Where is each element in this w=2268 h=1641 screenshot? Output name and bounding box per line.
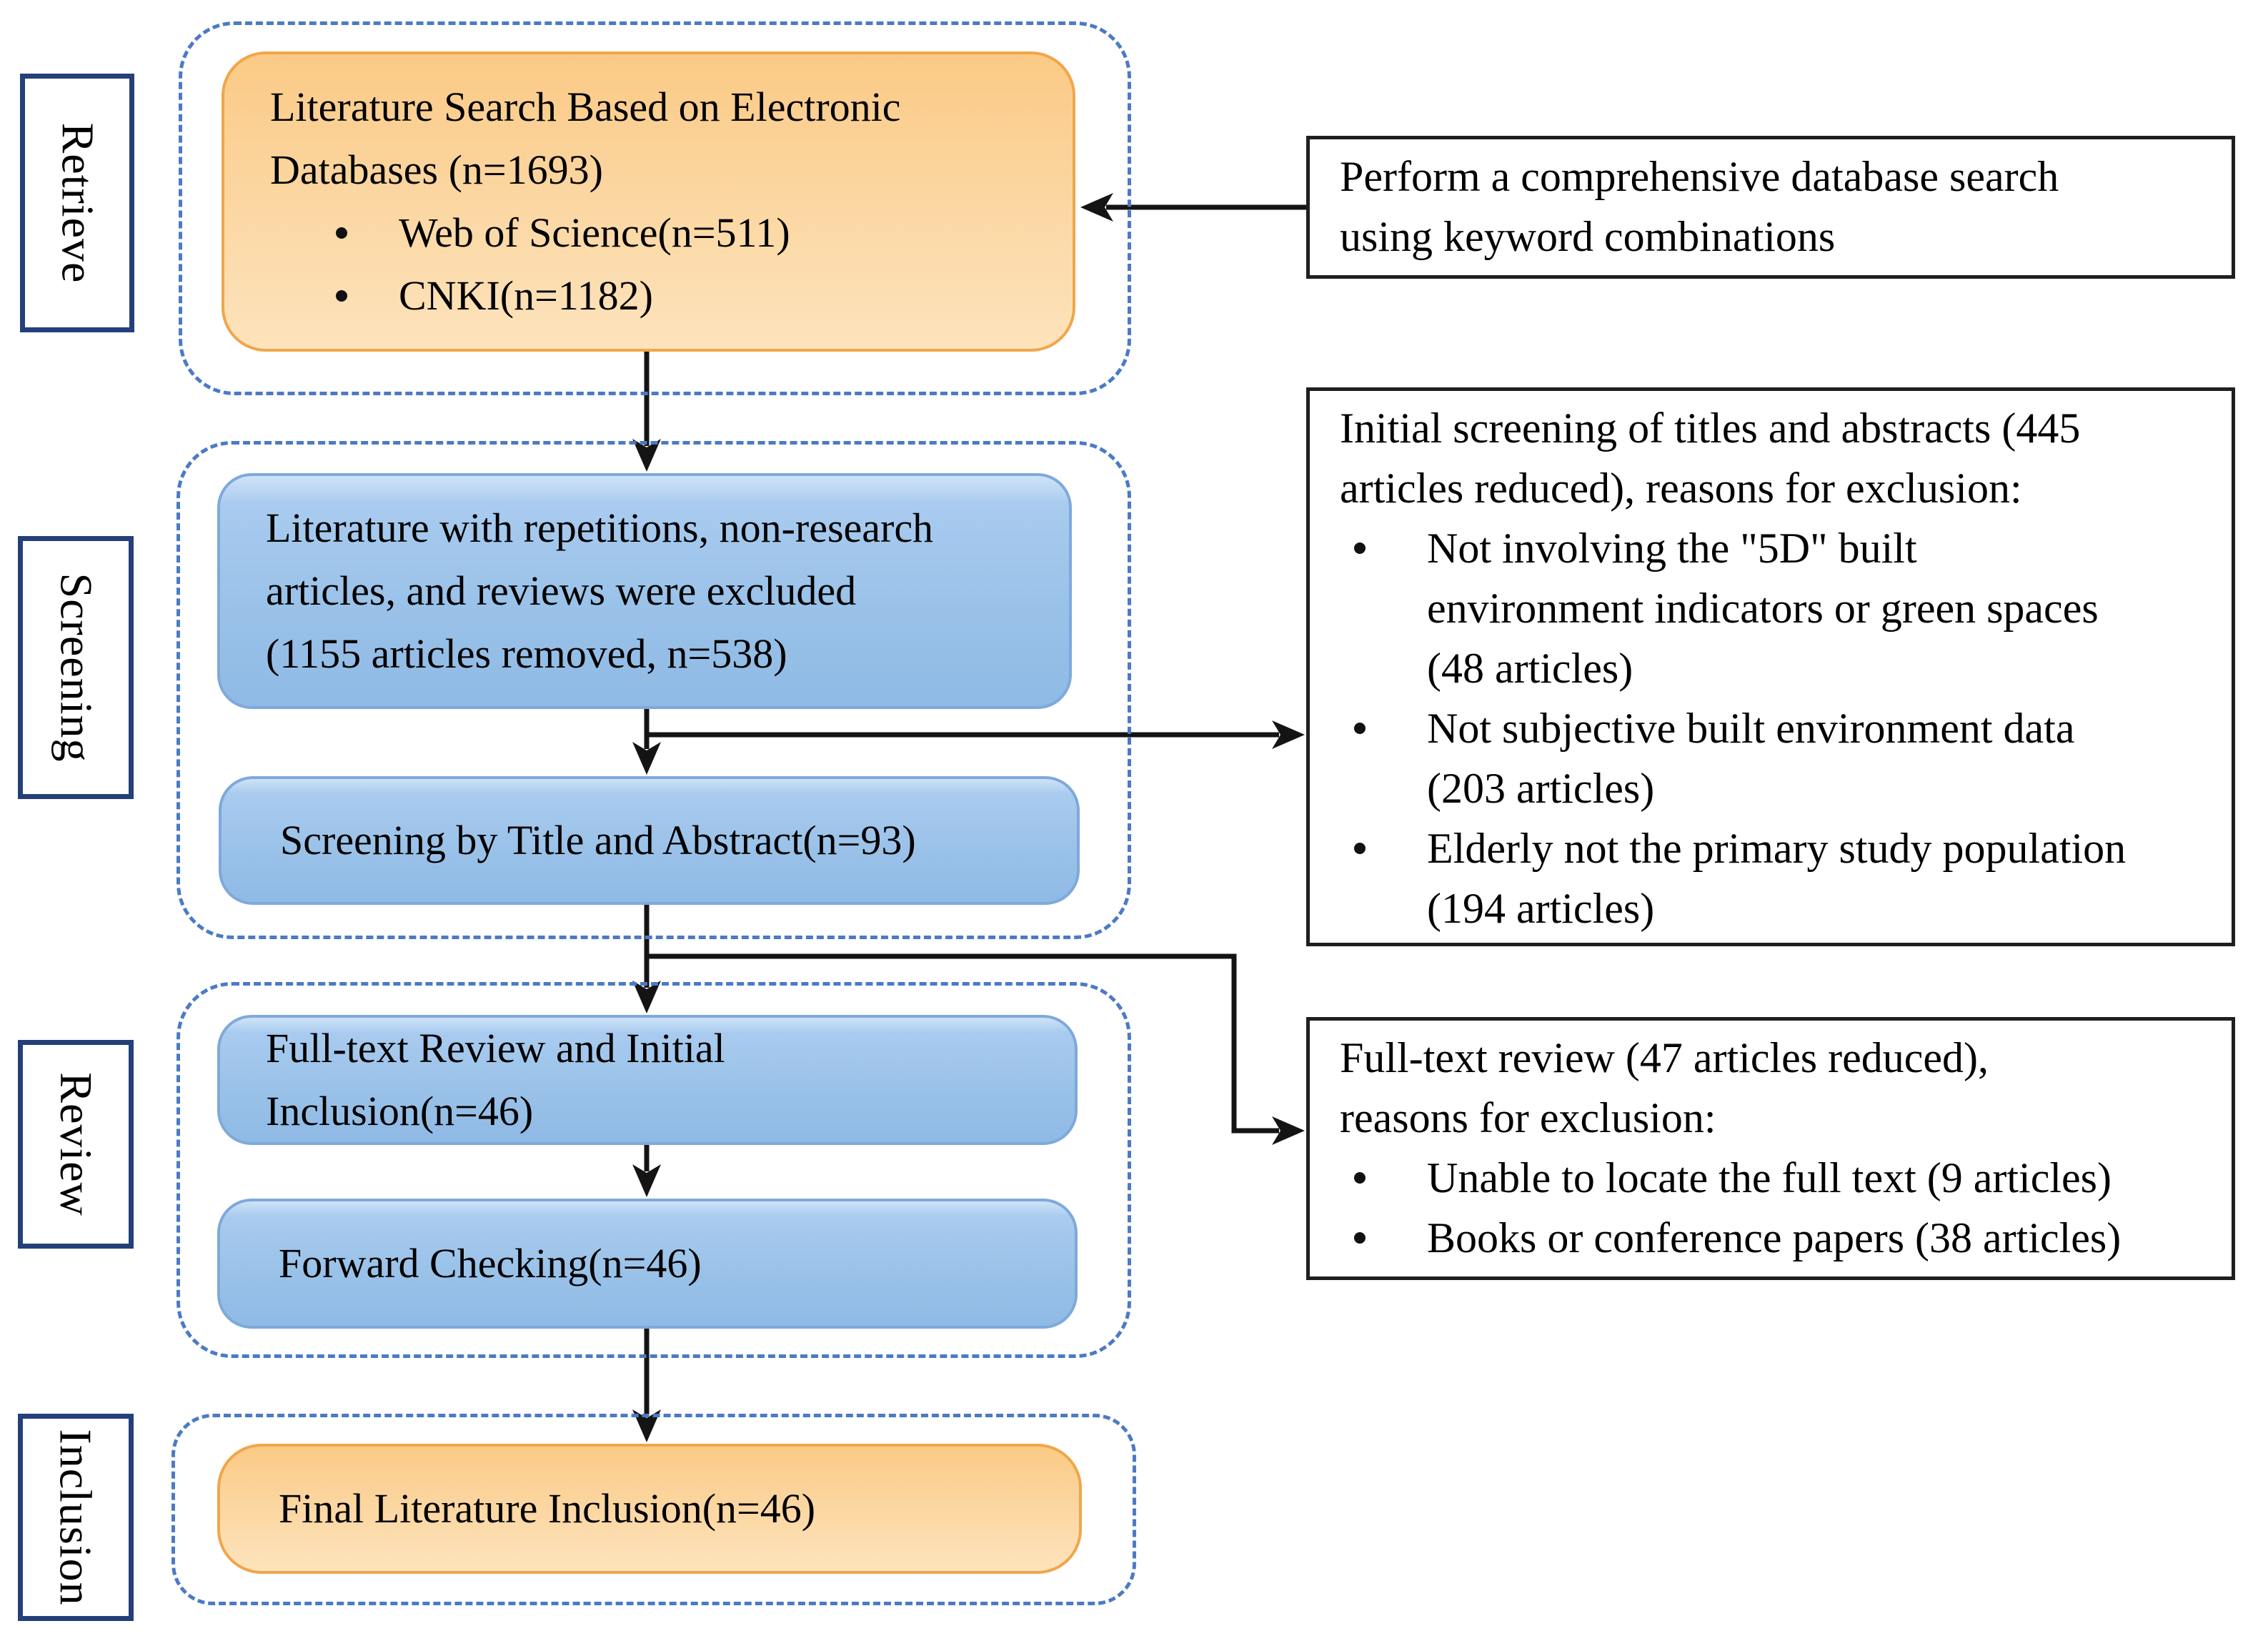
- note-text-line: using keyword combinations: [1340, 213, 1836, 260]
- bullet-text-line: CNKI(n=1182): [399, 272, 653, 319]
- box-text-line: Inclusion(n=46): [266, 1088, 534, 1134]
- bullet-icon: [1354, 1232, 1366, 1244]
- stage-label-inclusion: Inclusion: [18, 1414, 134, 1621]
- box-text-line: Databases (n=1693): [270, 147, 603, 193]
- exclusion-reason-item: Not involving the "5D" built environment…: [1340, 518, 2214, 698]
- box-text-line: Screening by Title and Abstract(n=93): [280, 817, 916, 863]
- branch-to-review-note: [647, 953, 1279, 1134]
- literature-search-box: Literature Search Based on Electronic Da…: [222, 51, 1075, 352]
- exclusion-reason-item: Elderly not the primary study population…: [1340, 818, 2214, 938]
- exclusion-reason-item: Books or conference papers (38 articles): [1340, 1208, 2214, 1268]
- note-text-line: Elderly not the primary study population: [1427, 825, 2127, 872]
- stage-label-screening: Screening: [18, 536, 134, 799]
- stage-label-retrieve: Retrieve: [20, 74, 134, 332]
- database-bullet-web-of-science: Web of Science(n=511): [270, 202, 1058, 264]
- arrowhead-right-icon: [1272, 1116, 1305, 1145]
- review-group-container: [176, 982, 1131, 1358]
- stage-label-text: Retrieve: [52, 122, 103, 284]
- note-text-line: (194 articles): [1427, 885, 1655, 932]
- arrowhead-left-icon: [1080, 193, 1113, 222]
- duplicates-excluded-box: Literature with repetitions, non-researc…: [217, 473, 1072, 709]
- note-text-line: environment indicators or green spaces: [1427, 585, 2099, 632]
- bullet-icon: [336, 227, 347, 239]
- arrowhead-right-icon: [1272, 720, 1305, 749]
- fulltext-review-box: Full-text Review and Initial Inclusion(n…: [217, 1015, 1078, 1145]
- stage-label-text: Review: [51, 1072, 101, 1216]
- screening-exclusion-note: Initial screening of titles and abstract…: [1306, 387, 2235, 946]
- note-text-line: reasons for exclusion:: [1340, 1094, 1716, 1141]
- note-text-line: Full-text review (47 articles reduced),: [1340, 1034, 1989, 1081]
- note-text-line: (203 articles): [1427, 765, 1655, 812]
- title-abstract-screening-box: Screening by Title and Abstract(n=93): [219, 776, 1080, 905]
- bullet-text-line: Web of Science(n=511): [399, 209, 790, 256]
- bullet-icon: [1354, 1172, 1366, 1184]
- box-text-line: Literature Search Based on Electronic: [270, 84, 901, 130]
- database-search-note: Perform a comprehensive database search …: [1306, 136, 2235, 279]
- box-text-line: articles, and reviews were excluded: [266, 567, 857, 614]
- bullet-icon: [336, 290, 347, 302]
- exclusion-reason-item: Not subjective built environment data (2…: [1340, 698, 2214, 818]
- bullet-icon: [1354, 723, 1366, 734]
- note-text-line: (48 articles): [1427, 645, 1633, 692]
- box-text-line: (1155 articles removed, n=538): [266, 630, 787, 677]
- box-text-line: Full-text Review and Initial: [266, 1025, 725, 1071]
- arrowhead-down-icon: [632, 1409, 661, 1442]
- box-text-line: Forward Checking(n=46): [279, 1240, 702, 1286]
- note-text-line: articles reduced), reasons for exclusion…: [1340, 465, 2022, 512]
- stage-label-review: Review: [18, 1040, 134, 1249]
- bullet-icon: [1354, 542, 1366, 554]
- note-text-line: Not involving the "5D" built: [1427, 525, 1917, 572]
- retrieve-group-container: [179, 21, 1131, 395]
- fulltext-exclusion-note: Full-text review (47 articles reduced), …: [1306, 1017, 2235, 1280]
- arrowhead-down-icon: [632, 439, 661, 472]
- exclusion-reason-item: Unable to locate the full text (9 articl…: [1340, 1148, 2214, 1208]
- note-text-line: Not subjective built environment data: [1427, 705, 2075, 752]
- arrowhead-down-icon: [632, 742, 661, 775]
- inclusion-group-container: [171, 1414, 1136, 1605]
- stage-label-text: Screening: [51, 572, 101, 763]
- note-text-line: Initial screening of titles and abstract…: [1340, 405, 2081, 452]
- database-bullet-cnki: CNKI(n=1182): [270, 264, 1058, 327]
- bullet-icon: [1354, 843, 1366, 854]
- arrowhead-down-icon: [632, 1164, 661, 1197]
- box-text-line: Final Literature Inclusion(n=46): [279, 1485, 816, 1532]
- arrowhead-down-icon: [632, 981, 661, 1013]
- screening-group-container: [176, 441, 1131, 939]
- note-text-line: Perform a comprehensive database search: [1340, 153, 2059, 200]
- note-text-line: Unable to locate the full text (9 articl…: [1427, 1154, 2112, 1201]
- final-inclusion-box: Final Literature Inclusion(n=46): [217, 1444, 1082, 1574]
- stage-label-text: Inclusion: [51, 1429, 101, 1606]
- forward-checking-box: Forward Checking(n=46): [217, 1199, 1078, 1329]
- box-text-line: Literature with repetitions, non-researc…: [266, 505, 934, 551]
- note-text-line: Books or conference papers (38 articles): [1427, 1214, 2122, 1261]
